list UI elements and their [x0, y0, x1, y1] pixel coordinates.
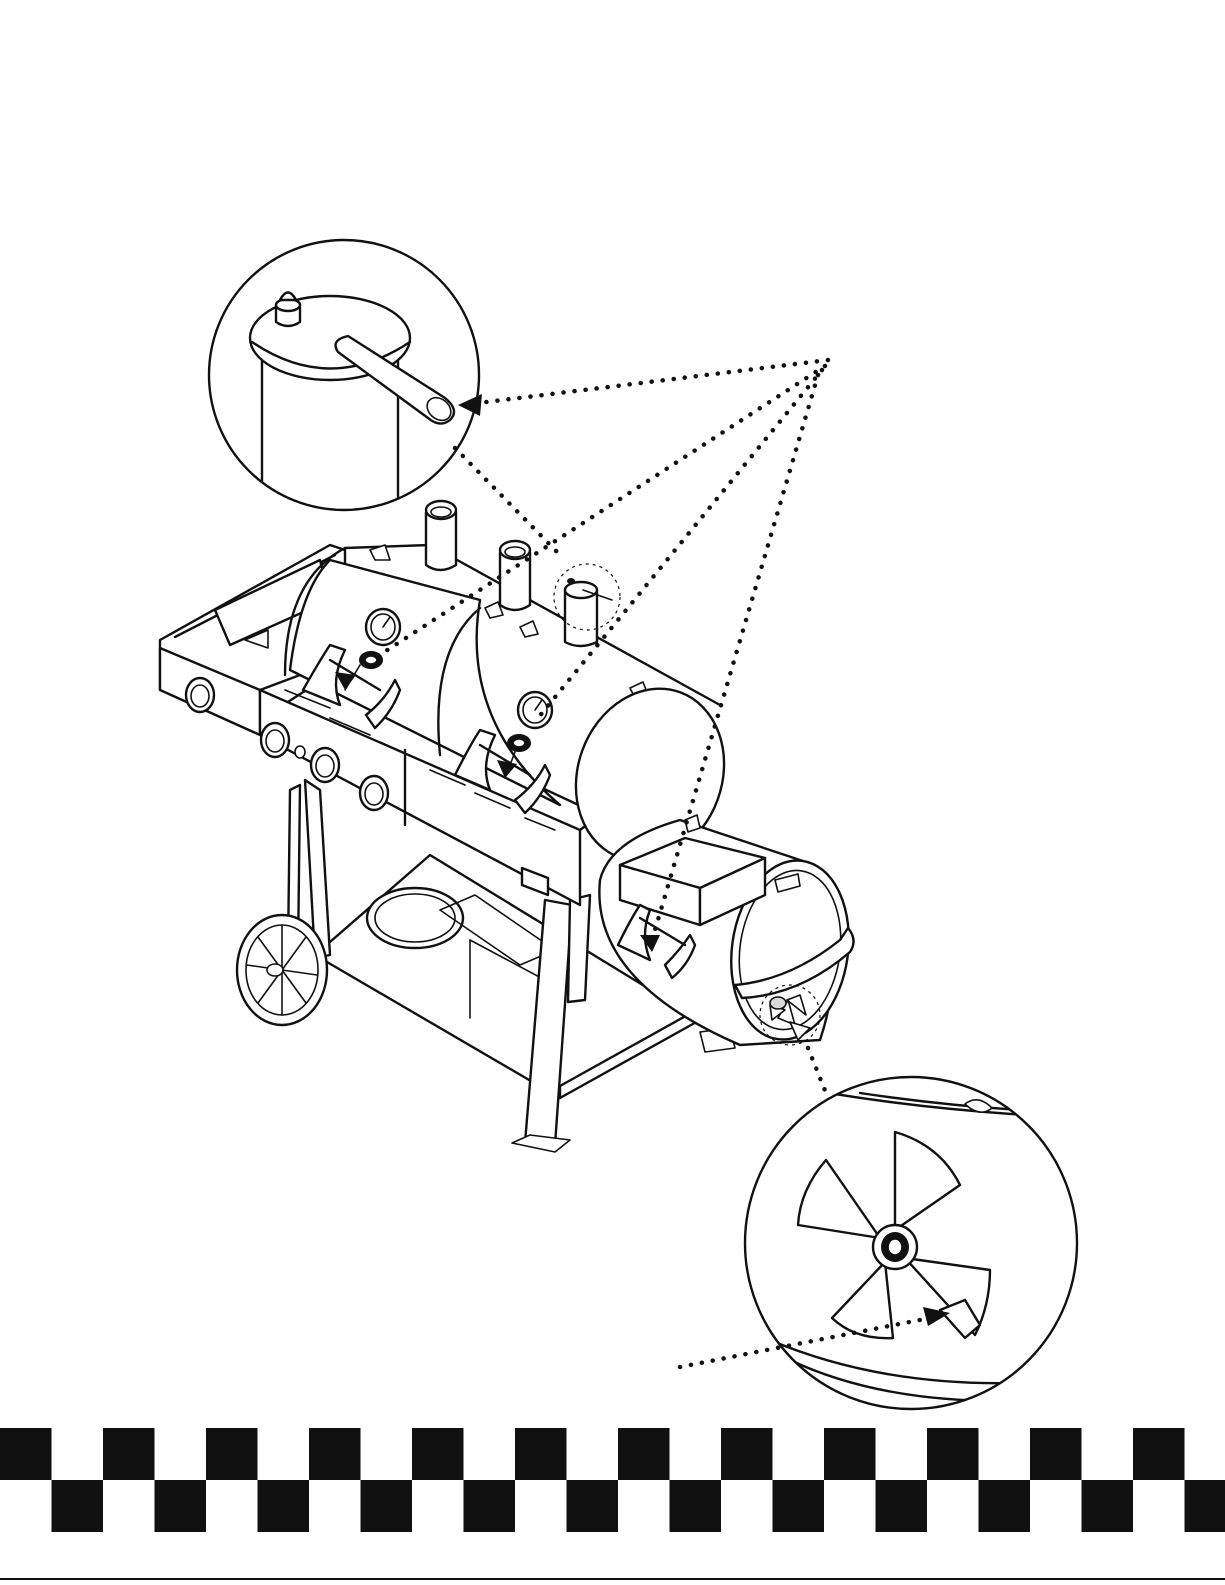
checker-cell: [258, 1480, 310, 1532]
checker-cell: [206, 1428, 258, 1480]
wheel: [237, 915, 327, 1025]
checker-cell: [773, 1480, 825, 1532]
chimney-cap-callout: [209, 240, 479, 530]
checker-cell: [1133, 1428, 1185, 1480]
checker-cell: [0, 1428, 52, 1480]
checker-cell: [927, 1428, 979, 1480]
checker-cell: [361, 1480, 413, 1532]
grill-body: [160, 501, 860, 1152]
checker-cell: [464, 1480, 516, 1532]
checker-cell: [567, 1480, 619, 1532]
checker-cell: [52, 1480, 104, 1532]
checker-cell: [618, 1428, 670, 1480]
checker-cell: [1185, 1480, 1225, 1532]
checker-cell: [721, 1428, 773, 1480]
checker-cell: [155, 1480, 207, 1532]
damper-callout: [680, 1077, 1080, 1409]
checker-cell: [979, 1480, 1031, 1532]
checker-cell: [515, 1428, 567, 1480]
checker-cell: [103, 1428, 155, 1480]
checker-cell: [1030, 1428, 1082, 1480]
checker-cell: [824, 1428, 876, 1480]
checker-cell: [670, 1480, 722, 1532]
bottom-rule: [0, 1578, 1225, 1580]
checker-cell: [309, 1428, 361, 1480]
checker-cell: [1082, 1480, 1134, 1532]
checkered-border: [0, 1428, 1225, 1580]
checker-cell: [412, 1428, 464, 1480]
checker-cell: [876, 1480, 928, 1532]
